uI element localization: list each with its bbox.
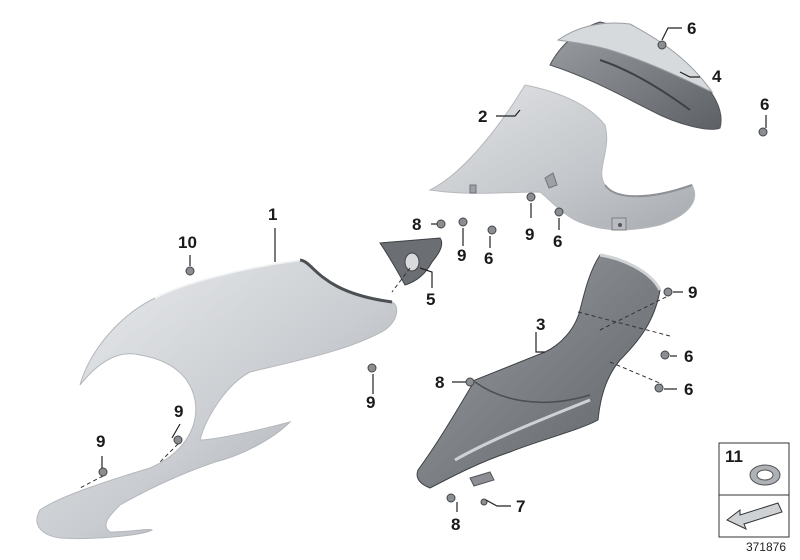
callout-8b: 8 <box>435 373 444 392</box>
screw-7 <box>480 498 488 506</box>
callout-labels: 1 2 3 4 5 6 6 6 6 6 6 7 8 8 8 9 9 9 9 9 … <box>96 19 769 534</box>
fasteners <box>98 40 768 506</box>
nut-9d <box>458 217 468 227</box>
callout-6e: 6 <box>684 347 693 366</box>
callout-5: 5 <box>426 290 435 309</box>
screw-6f <box>758 127 768 137</box>
bracket-part-5 <box>379 237 443 286</box>
callout-9b: 9 <box>174 402 183 421</box>
callout-9c: 9 <box>96 432 105 451</box>
side-panel-part-1 <box>36 258 398 540</box>
callout-9a: 9 <box>366 393 375 412</box>
screw-6e <box>657 40 667 50</box>
callout-9f: 9 <box>688 283 697 302</box>
callout-3: 3 <box>536 315 545 334</box>
grommet-10 <box>185 266 195 276</box>
grommet-6a <box>487 225 497 235</box>
top-cover-part-4 <box>549 21 722 130</box>
callout-9d: 9 <box>457 246 466 265</box>
callout-6d: 6 <box>553 232 562 251</box>
screw-8c <box>446 493 456 503</box>
callout-6b: 6 <box>760 95 769 114</box>
callout-11: 11 <box>725 447 743 466</box>
callout-8a: 8 <box>412 215 421 234</box>
callout-7: 7 <box>516 497 525 516</box>
grommet-6c <box>660 350 670 360</box>
callout-6c: 6 <box>484 249 493 268</box>
grommet-8a <box>436 219 446 229</box>
nut-9b <box>173 435 183 445</box>
inset-arrow-box <box>718 494 790 538</box>
screw-6d <box>654 383 664 393</box>
callout-9e: 9 <box>525 225 534 244</box>
callout-10: 10 <box>178 233 197 252</box>
upper-cover-part-2 <box>428 84 696 231</box>
callout-6a: 6 <box>687 19 696 38</box>
inset-part-11: 11 <box>718 442 790 496</box>
nut-9a <box>367 363 377 373</box>
inner-trim-part-3 <box>416 253 662 489</box>
grommet-6b <box>554 207 564 217</box>
callout-4: 4 <box>712 67 722 86</box>
diagram-id: 371876 <box>745 540 786 554</box>
nut-9c <box>98 467 108 477</box>
nut-9f <box>663 287 673 297</box>
nut-9e <box>526 192 536 202</box>
callout-6f: 6 <box>684 380 693 399</box>
grommet-8b <box>465 377 475 387</box>
leader-lines <box>79 27 767 512</box>
callout-8c: 8 <box>451 515 460 534</box>
callout-2: 2 <box>478 107 487 126</box>
callout-1: 1 <box>268 205 277 224</box>
arrow-icon <box>726 502 783 530</box>
